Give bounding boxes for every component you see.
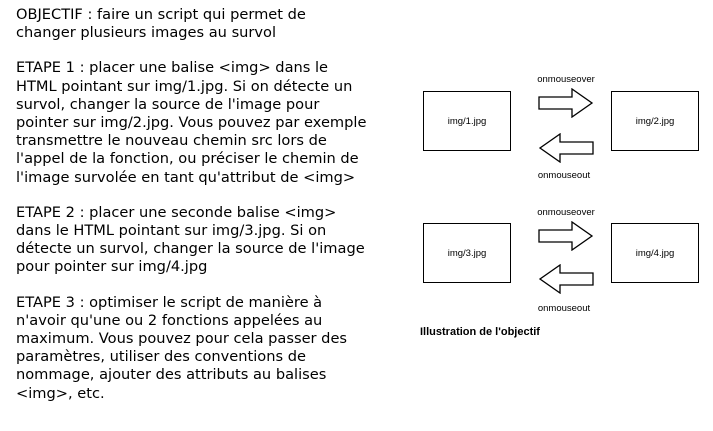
image-box-1: img/1.jpg (423, 91, 511, 151)
onmouseover-label-1: onmouseover (537, 74, 595, 85)
etape1-paragraph: ETAPE 1 : placer une balise <img> dans l… (16, 59, 367, 186)
instructions-text: OBJECTIF : faire un script qui permet de… (16, 6, 411, 420)
onmouseout-label-1: onmouseout (537, 170, 591, 181)
illustration-caption: Illustration de l'objectif (420, 326, 540, 338)
onmouseover-label-2: onmouseover (537, 207, 595, 218)
right-arrow-icon (538, 88, 594, 118)
right-arrow-icon (538, 221, 594, 251)
left-arrow-icon (538, 133, 594, 163)
image-box-3: img/3.jpg (423, 223, 511, 283)
objectif-paragraph: OBJECTIF : faire un script qui permet de… (16, 6, 306, 42)
onmouseout-label-2: onmouseout (537, 303, 591, 314)
image-box-4: img/4.jpg (611, 223, 699, 283)
etape2-paragraph: ETAPE 2 : placer une seconde balise <img… (16, 203, 365, 276)
image-box-2: img/2.jpg (611, 91, 699, 151)
left-arrow-icon (538, 264, 594, 294)
etape3-paragraph: ETAPE 3 : optimiser le script de manière… (16, 293, 348, 402)
